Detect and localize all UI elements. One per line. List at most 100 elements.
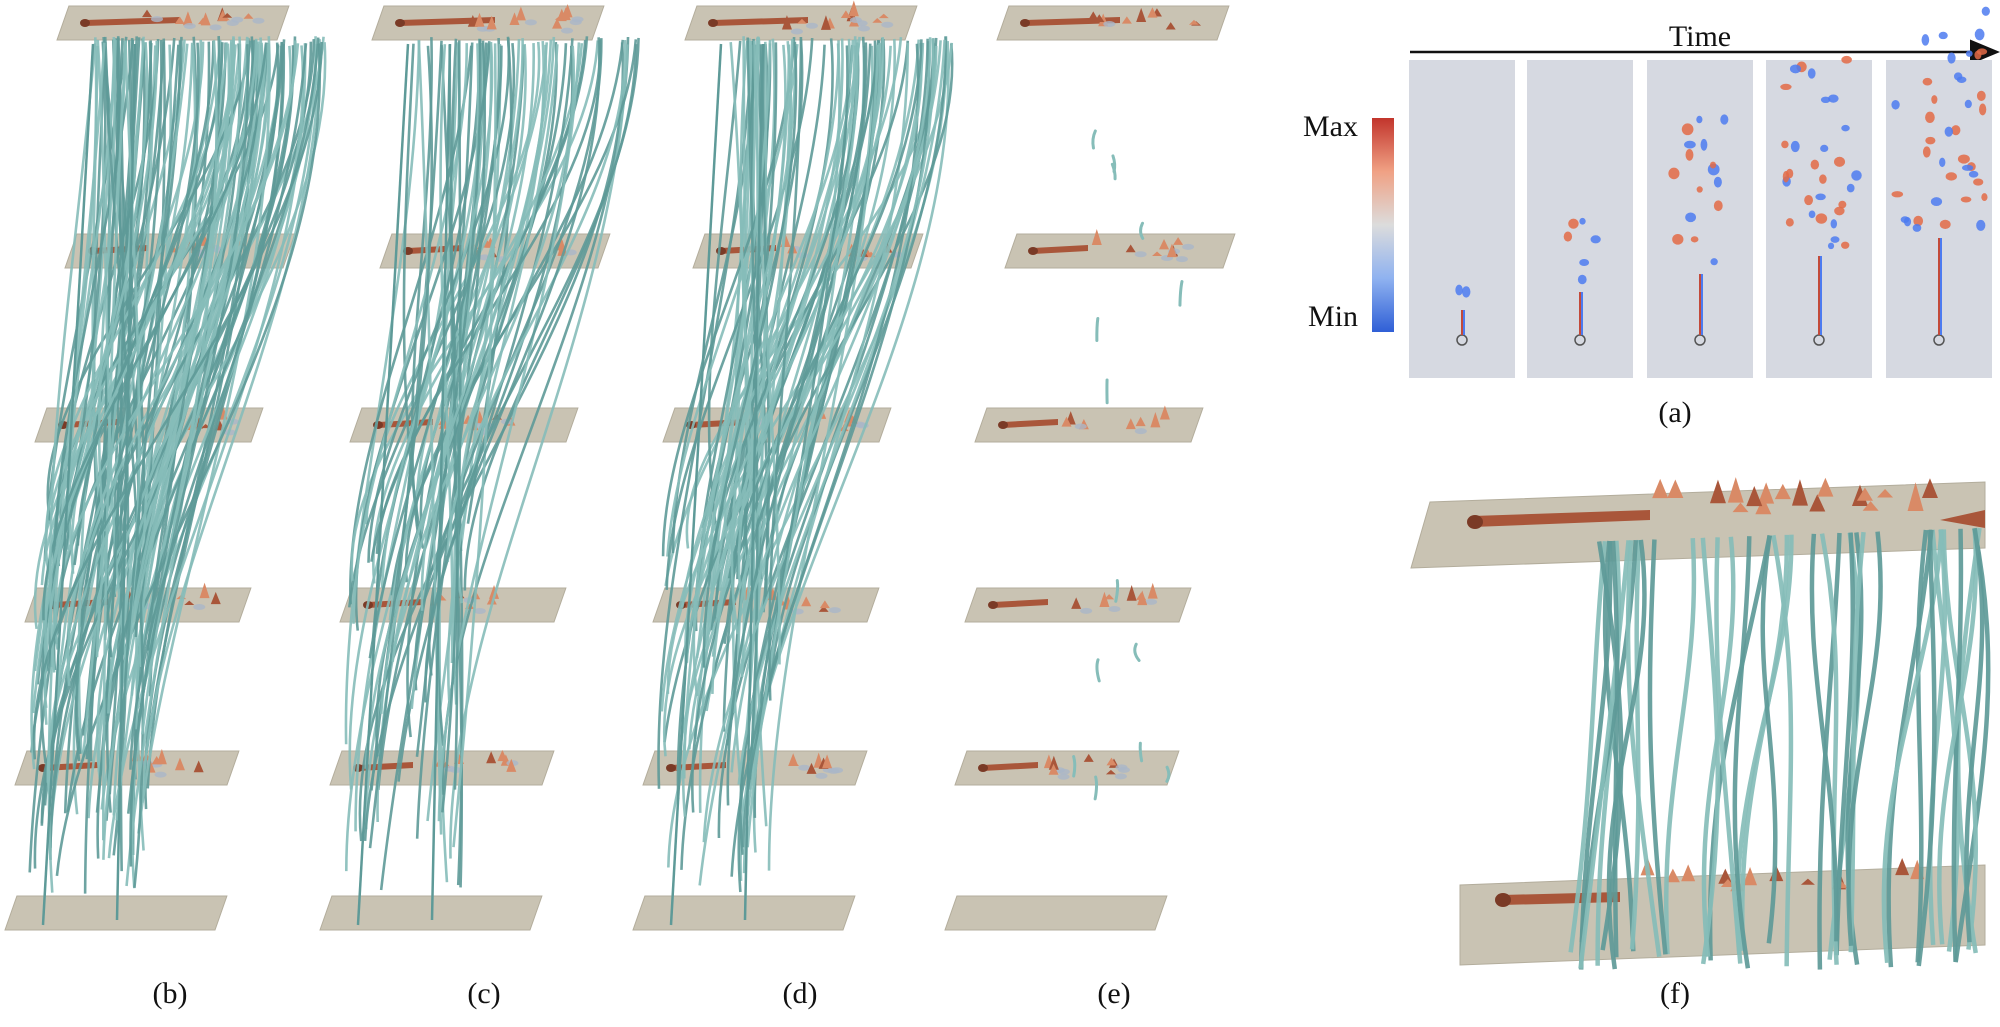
vortex-blob [1900,216,1910,223]
vortex-blob [1815,193,1826,201]
vortex-tube [81,36,145,762]
vortex-tube-long [41,43,95,926]
vortex-tube-fragment [1111,154,1117,174]
ridge-cap [998,421,1008,429]
vortex-tube [417,39,443,835]
vortex-tube [48,43,97,673]
vortex-tube [43,41,159,725]
vortex-dip [1134,428,1147,435]
vortex-tube [662,45,938,757]
vortex-tube [1964,527,1985,943]
vortex-blob [1804,194,1814,206]
vortex-tube-long [430,43,452,921]
vortex-peak [1071,597,1082,609]
vortex-tube [722,42,778,732]
vortex-tube [1629,539,1642,950]
vortex-peak [1732,502,1749,513]
vortex-peak [1048,763,1059,775]
vortex-peak [1709,479,1726,504]
vortex-peak [552,18,563,29]
vortex-tube [753,40,781,665]
vortex-tube [96,42,264,779]
vortex-blob [1590,235,1601,244]
vortex-peak [489,584,500,599]
vortex-dip [805,22,818,29]
vortex-tube [737,39,946,785]
vortex-blob [1720,114,1729,125]
vortex-blob [1976,90,1986,101]
vortex-blob [1462,286,1471,298]
vortex-tube [75,42,200,755]
vortex-blob [1891,99,1900,110]
vortex-tube-long [356,43,410,926]
vortex-tube-long [115,43,137,921]
vortex-peak [878,13,889,19]
vortex-blob [1830,219,1838,229]
vortex-tube-fragment [1138,741,1144,763]
panel-a-timeseries: Time Max Min (a) [1303,6,2000,429]
vortex-peak [560,7,571,21]
vortex-tube-fragment [1178,280,1184,307]
vortex-blob [1713,176,1722,188]
ridge-cap [988,601,998,609]
vortex-tube [714,38,834,634]
vortex-blob [1684,140,1696,149]
vortex-tube [707,40,742,553]
vortex-tube [1937,528,1979,945]
vortex-peak [222,13,233,18]
vortex-tube [364,39,553,769]
vortex-peak [156,748,167,765]
vortex-dip [183,23,196,30]
vortex-tube [1647,539,1668,955]
vortex-dip [569,19,582,26]
vortex-peak [174,757,185,771]
vortex-tube [768,36,803,701]
caption-f: (f) [1660,977,1690,1010]
panel-b [4,5,327,931]
vortex-dip [831,767,844,774]
vortex-tube-fragment [1095,316,1100,343]
vortex-tube [702,38,935,843]
vortex-tube-fragment [1093,775,1099,801]
vortex-tube [1610,540,1620,958]
vortex-peak [193,760,204,773]
colorbar-max-label: Max [1303,110,1358,143]
vortex-blob [1807,68,1816,79]
timestep-frame-5 [1886,6,1992,378]
vortex-tube [1915,529,1929,963]
timestep-frame-1 [1409,60,1515,378]
vortex-peak [1746,486,1763,507]
vortex-peak [1877,489,1894,498]
vortex-dip [1057,768,1070,775]
ridge-cap [1467,515,1483,529]
vortex-tube [375,39,602,554]
ridge-cap [978,764,988,772]
vortex-blob [1981,193,1988,202]
vortex-peak [801,596,812,607]
vortex-tube [129,44,250,867]
vortex-tube [102,44,127,841]
vortex-blob [1710,258,1718,266]
vortex-blob [1785,218,1794,227]
vortex-peak [184,600,195,606]
vortex-tube [741,41,931,848]
vortex-peak [1743,866,1758,886]
vortex-peak [1099,591,1110,608]
vortex-peak [515,6,526,21]
ridge-cap [395,19,405,27]
vortex-peak [1152,251,1163,256]
vortex-blob [1976,219,1986,231]
vortex-dip [1114,773,1127,780]
vortex-dip [1182,243,1195,250]
ridge [983,762,1038,771]
vortex-tube [1886,529,1934,968]
vortex-peak [840,10,851,18]
vortex-peak [1147,582,1158,599]
vortex-peak [1907,482,1924,511]
vortex-peak [1136,7,1147,23]
vortex-blob [1938,31,1948,40]
ridge [1003,419,1058,428]
vortex-dip [1103,20,1116,27]
vortex-blob [1690,236,1699,243]
vortex-blob [1961,164,1974,171]
